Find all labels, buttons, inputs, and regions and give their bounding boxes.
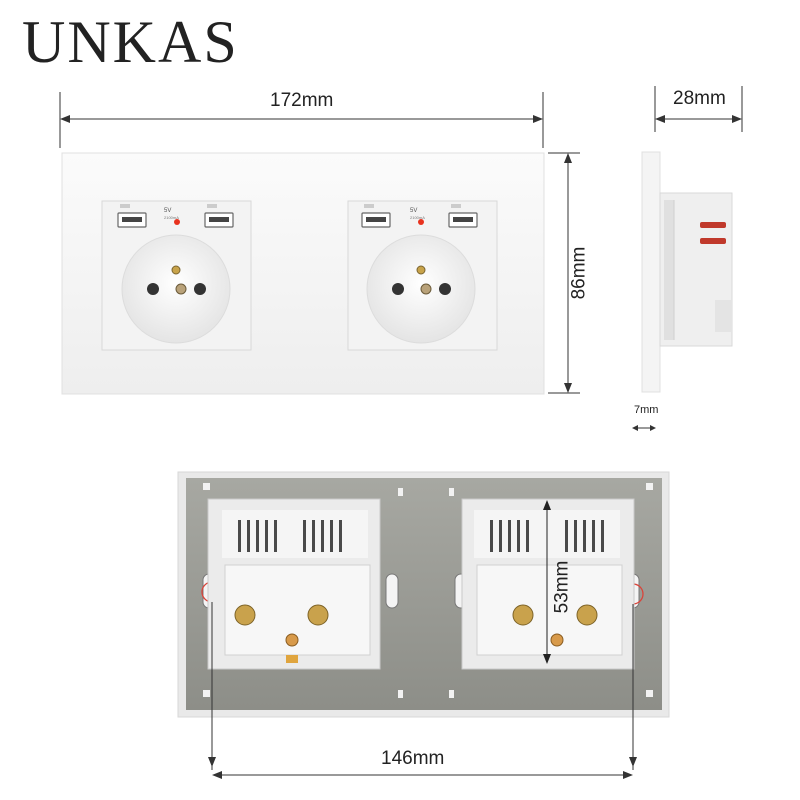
usb-spec-sublabel-left: 2100mA	[164, 215, 179, 220]
depth-dimension	[654, 86, 743, 132]
module-height-label: 53mm	[551, 560, 573, 614]
earth-pin-right	[416, 265, 426, 275]
earth-terminal-left	[285, 633, 299, 647]
earth-pin-left	[171, 265, 181, 275]
height-dimension	[548, 152, 580, 394]
socket-module-right	[347, 200, 498, 351]
height-label: 86mm	[568, 246, 590, 300]
indicator-light-left	[174, 219, 180, 225]
panel-thickness-dimension	[632, 425, 656, 431]
usb-spec-label-left: 5V	[164, 208, 171, 214]
usb-spec-label-right: 5V	[410, 208, 417, 214]
usb-spec-sublabel-right: 2100mA	[410, 215, 425, 220]
panel-thickness-label: 7mm	[634, 404, 659, 416]
brand-logo: UNKAS	[22, 9, 239, 75]
indicator-light-right	[418, 219, 424, 225]
side-view	[641, 151, 733, 393]
width-dimension	[59, 92, 544, 148]
mount-spacing-dimension	[208, 602, 637, 779]
back-module-right	[461, 498, 635, 670]
width-label: 172mm	[270, 90, 334, 111]
module-height-dimension	[543, 500, 551, 664]
earth-terminal-right	[550, 633, 564, 647]
back-module-left	[207, 498, 381, 670]
socket-module-left	[101, 200, 252, 351]
mount-spacing-label: 146mm	[381, 748, 445, 769]
depth-label: 28mm	[673, 88, 726, 109]
